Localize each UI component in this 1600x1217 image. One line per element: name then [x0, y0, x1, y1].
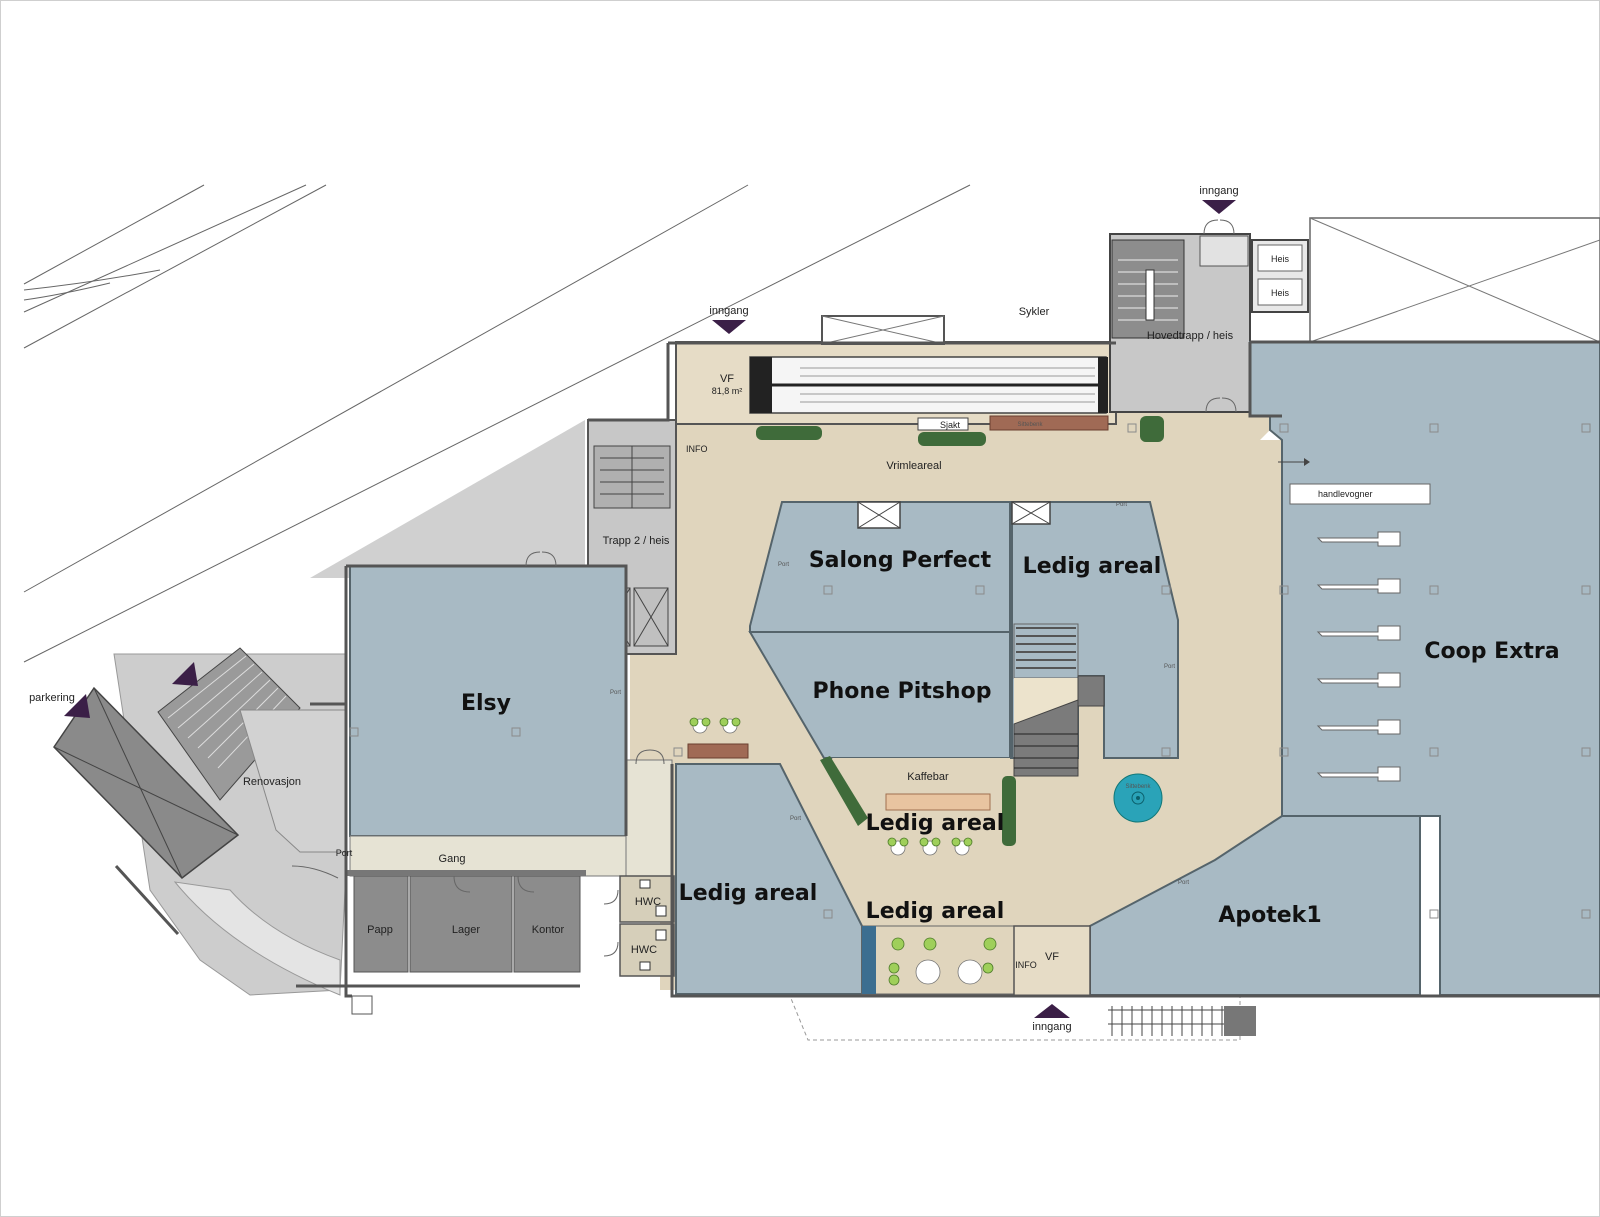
label-inngang-main: inngang: [1199, 185, 1238, 197]
label-sittebenk-round: Sittebenk: [1125, 784, 1151, 790]
label-inngang-north: inngang: [709, 305, 748, 317]
label-parkering: parkering: [29, 692, 75, 704]
small-box: [351, 995, 373, 1015]
corridor-gang: [349, 835, 673, 877]
label-hwc-2: HWC: [631, 944, 657, 956]
entrance-arrow-south: [1034, 1004, 1070, 1018]
room-ledig-areal-bottom: [861, 925, 1015, 995]
label-gang: Gang: [439, 853, 466, 865]
label-papp: Papp: [367, 924, 393, 936]
label-coop-extra: Coop Extra: [1424, 639, 1559, 664]
label-heis-1: Heis: [1271, 254, 1290, 264]
sjakt: [917, 417, 969, 431]
label-heis-2: Heis: [1271, 288, 1290, 298]
checkout-counters: [1316, 531, 1401, 782]
cart-area: [1289, 483, 1431, 505]
label-vf-bottom: VF: [1045, 951, 1059, 963]
stair-lower: [1013, 699, 1079, 777]
label-kontor: Kontor: [532, 924, 565, 936]
port-tag: Port: [1178, 880, 1189, 886]
room-papp: [353, 875, 409, 973]
driveway: [173, 881, 341, 996]
label-sykler: Sykler: [1019, 306, 1050, 318]
room-kontor: [513, 875, 581, 973]
label-ledig-areal-cafe: Ledig areal: [866, 811, 1005, 836]
label-inngang-south: inngang: [1032, 1021, 1071, 1033]
cafe-furniture: [689, 717, 997, 986]
columns: [349, 423, 1591, 919]
cafe-counter: [885, 793, 991, 811]
entrance-arrow-north: [712, 320, 746, 334]
label-info-bottom: INFO: [1015, 960, 1037, 970]
fence-line: [114, 864, 180, 936]
label-elsy: Elsy: [461, 691, 511, 716]
label-hwc-1: HWC: [635, 896, 661, 908]
bench-top: [989, 415, 1109, 431]
room-renovasjon: [239, 709, 347, 853]
entrance-arrow-main: [1202, 200, 1236, 214]
parking-stair: [157, 647, 301, 801]
label-apotek1: Apotek1: [1218, 903, 1321, 928]
label-vf-top: VF: [720, 373, 734, 385]
south-entrance-vf: [1013, 925, 1091, 997]
outer-walls: [344, 340, 1600, 998]
label-lager: Lager: [452, 924, 480, 936]
port-tag: Port: [1164, 664, 1175, 670]
port-tag: Port: [1116, 502, 1127, 508]
label-phone-pitshop: Phone Pitshop: [813, 679, 992, 704]
parking-arrow-2: [172, 662, 198, 686]
outdoor-area-north: [310, 420, 585, 578]
label-trapp2: Trapp 2 / heis: [603, 535, 670, 547]
label-info-top: INFO: [686, 444, 708, 454]
elevator-1: [1257, 244, 1303, 272]
label-ledig-areal-top: Ledig areal: [1023, 554, 1162, 579]
label-renovasjon: Renovasjon: [243, 776, 301, 788]
rail-lines: [23, 184, 971, 663]
port-tag: Port: [610, 690, 621, 696]
parking-arrow: [64, 694, 90, 718]
label-handlevogner: handlevogner: [1318, 489, 1373, 499]
port-tag: Port: [790, 816, 801, 822]
label-ledig-areal-bottom: Ledig areal: [866, 899, 1005, 924]
label-vf-area: 81,8 m²: [712, 386, 743, 396]
entrance-vestibule: [1199, 235, 1249, 267]
south-terrace: [789, 995, 1241, 1041]
label-hovedtrapp: Hovedtrapp / heis: [1147, 330, 1234, 342]
bench-west: [687, 743, 749, 759]
label-port: Port: [336, 848, 353, 858]
label-sjakt: Sjakt: [940, 420, 961, 430]
elevator-2: [1257, 278, 1303, 306]
port-tag: Port: [778, 562, 789, 568]
label-ledig-areal-left: Ledig areal: [679, 881, 818, 906]
label-kaffebar: Kaffebar: [907, 771, 949, 783]
direction-arrow: [1304, 458, 1310, 466]
label-salong-perfect: Salong Perfect: [809, 548, 992, 573]
label-vrimleareal: Vrimleareal: [886, 460, 941, 472]
room-elsy: [349, 565, 627, 837]
label-sittebenk-top: Sittebenk: [1017, 422, 1043, 428]
planters: [756, 416, 1164, 846]
